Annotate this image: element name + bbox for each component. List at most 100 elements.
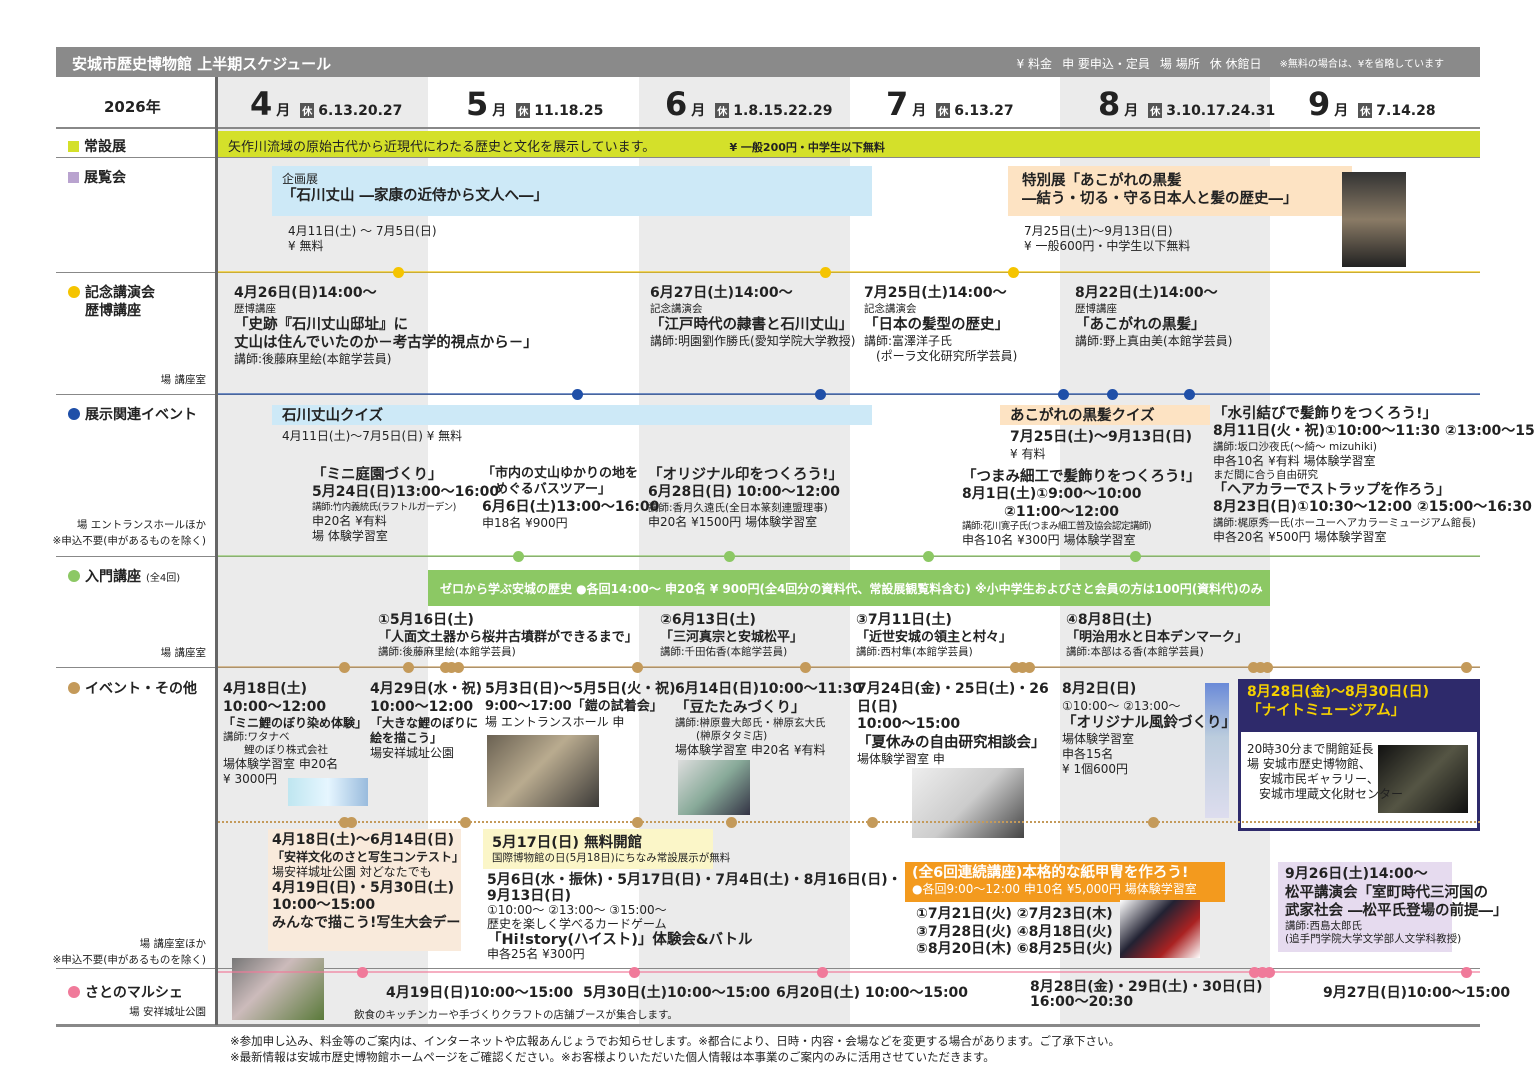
item-line: 講師:ワタナベ bbox=[223, 731, 290, 743]
timeline-dot bbox=[460, 817, 471, 828]
schedule-item-v11h: (全6回連続講座)本格的な紙甲冑を作ろう!●各回9:00～12:00 申10名 … bbox=[912, 864, 1197, 897]
item-line: ③7月11日(土) bbox=[856, 612, 952, 628]
item-line: 8月28日(金)～8月30日(日) bbox=[1247, 684, 1430, 700]
item-line: 6月20日(土) 10:00～15:00 bbox=[776, 985, 969, 1001]
timeline-line bbox=[218, 555, 1480, 557]
item-line: 9月27日(日)10:00～15:00 bbox=[1323, 985, 1511, 1001]
item-line: 「オリジナル風鈴づくり」 bbox=[1062, 714, 1236, 731]
item-line: ¥ 無料 bbox=[288, 239, 324, 253]
month-unit: 月 bbox=[1334, 103, 1349, 119]
timeline-dot bbox=[440, 662, 451, 673]
marche-venue: 場 安祥城址公園 bbox=[129, 1006, 206, 1018]
events-venue: 場 講座室ほか bbox=[139, 938, 206, 950]
item-line: 記念講演会 bbox=[864, 302, 917, 315]
row-label-permanent: 常設展 bbox=[68, 136, 126, 156]
timeline-dot bbox=[867, 817, 878, 828]
kabuto-box bbox=[905, 862, 1225, 902]
label-sub: (全4回) bbox=[146, 572, 181, 584]
furin-photo bbox=[1205, 683, 1229, 818]
schedule-item-v4: 6月14日(日)10:00～11:30「豆たたみづくり」講師:榊原豊大郎氏・榊原… bbox=[675, 681, 862, 758]
item-line: 場体験学習室 bbox=[1062, 731, 1135, 746]
item-line: 6月27日(土)14:00～ bbox=[650, 285, 793, 301]
item-line: ①7月21日(火) ②7月23日(木) bbox=[916, 906, 1113, 922]
timeline-dot bbox=[572, 389, 583, 400]
item-line: 「豆たたみづくり」 bbox=[675, 699, 806, 716]
item-line: 国際博物館の日(5月18日)にちなみ常設展示が無料 bbox=[492, 852, 731, 865]
closed-days: 7.14.28 bbox=[1376, 103, 1436, 119]
timeline-line bbox=[218, 393, 1480, 395]
schedule-item-i1: ①5月16日(土)「人面文土器から桜井古墳群ができるまで」講師:後藤麻里絵(本館… bbox=[378, 612, 638, 659]
schedule-item-q2h: あこがれの黒髪クイズ bbox=[1010, 407, 1155, 425]
closed-icon: 休 bbox=[516, 103, 531, 118]
item-line: ②6月13日(土) bbox=[660, 612, 756, 628]
intro-bar: ゼロから学ぶ安城の歴史 ●各回14:00～ 申20名 ¥ 900円(全4回分の資… bbox=[428, 570, 1270, 606]
schedule-item-l3: 7月25日(土)14:00～記念講演会「日本の髪型の歴史」講師:富澤洋子氏 (ポ… bbox=[864, 285, 1017, 364]
item-line: 場 安城市歴史博物館、 bbox=[1247, 757, 1371, 771]
item-line: 場安祥城址公園 bbox=[370, 746, 455, 760]
item-line: 4月19日(日)・5月30日(土) bbox=[272, 879, 455, 896]
koinobori-image bbox=[288, 778, 368, 806]
item-line: 5月30日(土)10:00～15:00 bbox=[583, 985, 771, 1001]
item-line: 「近世安城の領主と村々」 bbox=[856, 629, 1013, 645]
dot-icon bbox=[68, 286, 80, 298]
lecture-venue: 場 講座室 bbox=[160, 374, 206, 386]
item-line: (ポーラ文化研究所学芸員) bbox=[864, 348, 1018, 363]
dot-icon bbox=[68, 986, 80, 998]
item-line: まだ間に合う自由研究 bbox=[1213, 468, 1318, 481]
timeline-dot bbox=[1264, 967, 1275, 978]
item-line: 絵を描こう」 bbox=[370, 731, 443, 745]
timeline-line bbox=[218, 821, 1480, 823]
quiz-bar-1 bbox=[272, 405, 872, 425]
schedule-item-m3: 6月20日(土) 10:00～15:00 bbox=[776, 985, 968, 1003]
item-line: 講師:香月久遠氏(全日本篆刻連盟理事) bbox=[648, 501, 828, 514]
item-line: 4月18日(土)～6月14日(日) bbox=[272, 832, 455, 848]
item-line: 講師:本部はる香(本館学芸員) bbox=[1066, 645, 1204, 658]
item-line: 4月11日(土)～7月5日(日) ¥ 無料 bbox=[282, 429, 463, 443]
sketch-contest-box bbox=[268, 829, 461, 951]
page-title: 安城市歴史博物館 上半期スケジュール bbox=[72, 55, 332, 73]
dot-icon bbox=[68, 408, 80, 420]
label-text: 入門講座 bbox=[85, 569, 141, 585]
header-bar: 安城市歴史博物館 上半期スケジュール ¥ 料金 申 要申込・定員 場 場所 休 … bbox=[56, 47, 1480, 77]
timeline-line bbox=[218, 271, 1480, 273]
schedule-item-l4: 8月22日(土)14:00～歴博講座「あこがれの黒髪」講師:野上真由美(本館学芸… bbox=[1075, 285, 1232, 349]
item-line: 記念講演会 bbox=[650, 302, 703, 315]
closed-icon: 休 bbox=[1358, 103, 1373, 118]
timeline-dot bbox=[1024, 662, 1035, 673]
item-line: 8月23日(日)①10:30～12:00 ②15:00～16:30 bbox=[1213, 499, 1532, 516]
item-line: 申各20名 ¥500円 場体験学習室 bbox=[1213, 530, 1387, 544]
legend-note: ※無料の場合は、¥を省略しています bbox=[1279, 59, 1444, 70]
item-line: 5月6日(水・振休)・5月17日(日)・7月4日(土)・8月16日(日)・9月1… bbox=[487, 872, 902, 905]
legend-place: 場 場所 bbox=[1159, 57, 1200, 71]
item-line: 「ヘアカラーでストラップを作ろう」 bbox=[1213, 481, 1451, 498]
related-venue: 場 エントランスホールほか bbox=[76, 519, 206, 531]
label-text: 記念講演会 bbox=[85, 285, 155, 301]
dot-icon bbox=[68, 682, 80, 694]
item-line: 飲食のキッチンカーや手づくりクラフトの店舗ブースが集合します。 bbox=[354, 1009, 678, 1021]
item-line: 4月29日(水・祝) bbox=[370, 681, 483, 697]
timeline-dot bbox=[1248, 662, 1259, 673]
schedule-item-q1h: 石川丈山クイズ bbox=[282, 407, 383, 425]
item-line: 講師:榊原豊大郎氏・榊原玄大氏 bbox=[675, 716, 826, 729]
item-line: 丈山は住んでいたのか－考古学的視点から－」 bbox=[234, 334, 538, 351]
item-line: 「明治用水と日本デンマーク」 bbox=[1066, 629, 1249, 645]
item-line: 講師:西村隼(本館学芸員) bbox=[856, 645, 973, 658]
label-text: 展覧会 bbox=[84, 170, 126, 186]
item-line: 「人面文土器から桜井古墳群ができるまで」 bbox=[378, 629, 638, 645]
schedule-item-v5: 7月24日(金)・25日(土)・26日(日)10:00～15:00「夏休みの自由… bbox=[857, 681, 1057, 767]
month-number: 4 bbox=[250, 85, 273, 123]
square-icon bbox=[68, 171, 79, 183]
timeline-dot bbox=[923, 551, 934, 562]
month-number: 5 bbox=[466, 85, 489, 123]
timeline-dot bbox=[1130, 551, 1141, 562]
item-line: 7月25日(土)14:00～ bbox=[864, 285, 1007, 301]
item-line: ④8月8日(土) bbox=[1066, 612, 1153, 628]
row-label-exhibition: 展覧会 bbox=[68, 167, 126, 187]
item-line: 講師:明園劉作勝氏(愛知学院大学教授) bbox=[650, 333, 856, 348]
timeline-dot bbox=[724, 551, 735, 562]
timeline-dot bbox=[1461, 967, 1472, 978]
item-line: 講師:千田佑香(本館学芸員) bbox=[660, 645, 788, 658]
item-line: 8月11日(火・祝)①10:00～11:30 ②13:00～15:30 bbox=[1213, 423, 1536, 440]
schedule-item-i4: ④8月8日(土)「明治用水と日本デンマーク」講師:本部はる香(本館学芸員) bbox=[1066, 612, 1248, 659]
